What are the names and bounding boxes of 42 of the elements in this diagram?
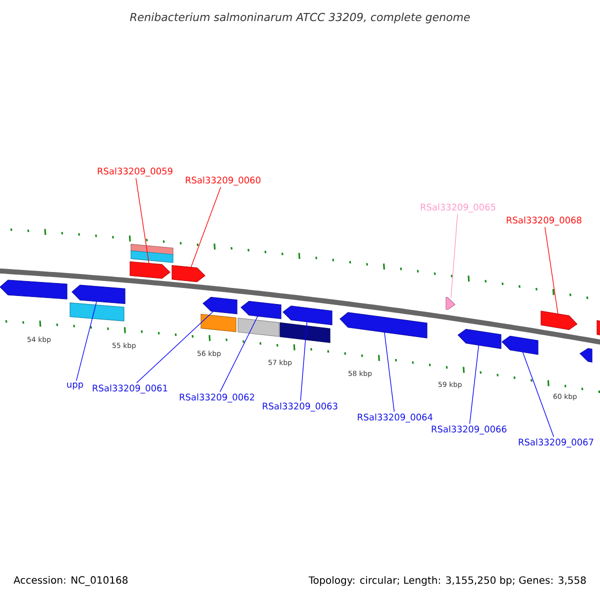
gene-label: RSal33209_0061 — [92, 384, 168, 394]
gene-label: upp — [67, 382, 84, 390]
leader-line — [136, 311, 214, 384]
gene-label: RSal33209_0063 — [262, 402, 338, 412]
gene-block — [340, 312, 428, 338]
gene-label: RSal33209_0068 — [506, 216, 582, 226]
leader-line — [522, 352, 554, 438]
gene-block — [596, 320, 600, 336]
footer-text: Topology: circular; Length: 3,155,250 bp; Genes: 3,558 — [308, 576, 586, 586]
gene-bar — [130, 250, 174, 263]
gene-label: RSal33209_0059 — [98, 168, 172, 176]
gene-block — [172, 265, 206, 282]
leader-line — [450, 214, 458, 298]
gene-block — [502, 336, 538, 355]
gene-block — [240, 300, 282, 320]
gene-bar — [200, 314, 236, 332]
gene-label: RSal33209_0065 — [420, 204, 496, 212]
gene-bar — [238, 318, 280, 337]
gene-block — [540, 310, 578, 330]
gene-label: RSal33209_0060 — [186, 176, 260, 186]
title: Renibacterium salmoninarum ATCC 33209, complete genome — [130, 12, 470, 24]
leader-line — [469, 345, 480, 424]
gene-bar — [280, 322, 330, 343]
leader-line — [220, 316, 258, 392]
leader-line — [544, 226, 558, 314]
gene-bar — [70, 302, 124, 322]
leader-line — [384, 332, 395, 412]
gene-block — [130, 261, 170, 279]
leader-line — [190, 186, 222, 268]
gene-block — [282, 306, 332, 326]
gene-label: RSal33209_0064 — [358, 414, 432, 422]
gene-label: RSal33209_0067 — [518, 438, 594, 448]
gene-label: RSal33209_0066 — [432, 426, 506, 434]
leader-line — [300, 322, 308, 402]
gene-block — [458, 328, 502, 349]
leader-line — [136, 178, 150, 264]
gene-block — [0, 280, 68, 300]
leader-line — [76, 301, 97, 382]
gene-block — [580, 348, 592, 362]
gene-label: RSal33209_0062 — [180, 394, 254, 402]
gene-block — [202, 296, 238, 314]
footer-text: Accession: NC_010168 — [14, 576, 128, 586]
